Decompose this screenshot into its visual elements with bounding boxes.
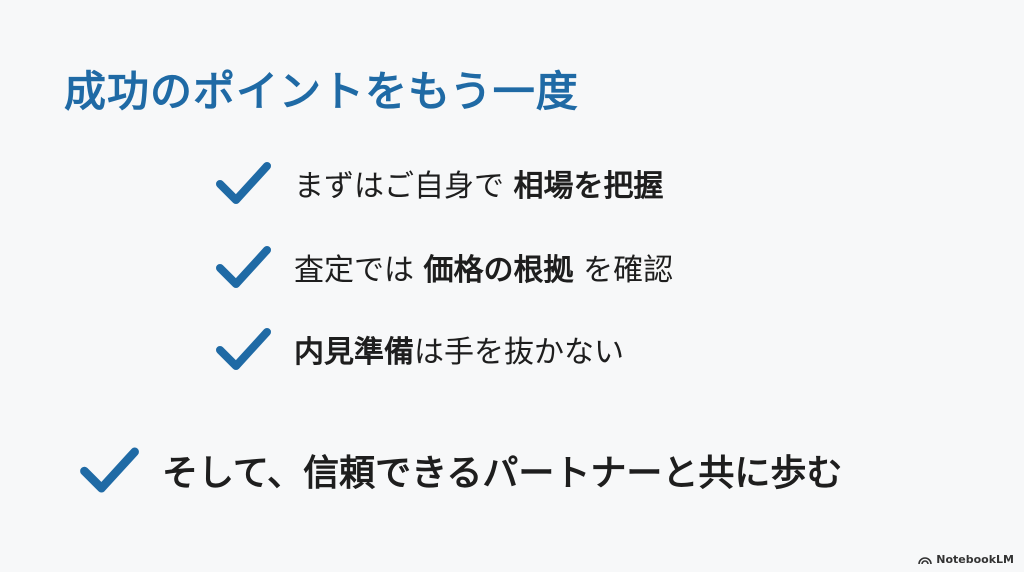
brand-name: NotebookLM [936, 553, 1014, 566]
check-icon [214, 326, 272, 372]
final-statement-text: そして、信頼できるパートナーと共に歩む [162, 453, 843, 494]
final-statement: そして、信頼できるパートナーと共に歩む [78, 444, 842, 496]
list-item-text: 内見準備は手を抜かない [294, 335, 624, 370]
list-item-text: まずはご自身で 相場を把握 [294, 169, 664, 204]
slide-title: 成功のポイントをもう一度 [64, 67, 579, 116]
notebooklm-logo-icon [918, 556, 933, 564]
list-item: 内見準備は手を抜かない [214, 326, 624, 372]
list-item: まずはご自身で 相場を把握 [214, 160, 664, 206]
list-item: 査定では 価格の根拠 を確認 [214, 244, 673, 290]
brand-logo: NotebookLM [918, 553, 1014, 566]
check-icon [214, 244, 272, 290]
list-item-text: 査定では 価格の根拠 を確認 [294, 253, 674, 288]
check-icon [78, 445, 140, 495]
check-icon [214, 160, 272, 206]
